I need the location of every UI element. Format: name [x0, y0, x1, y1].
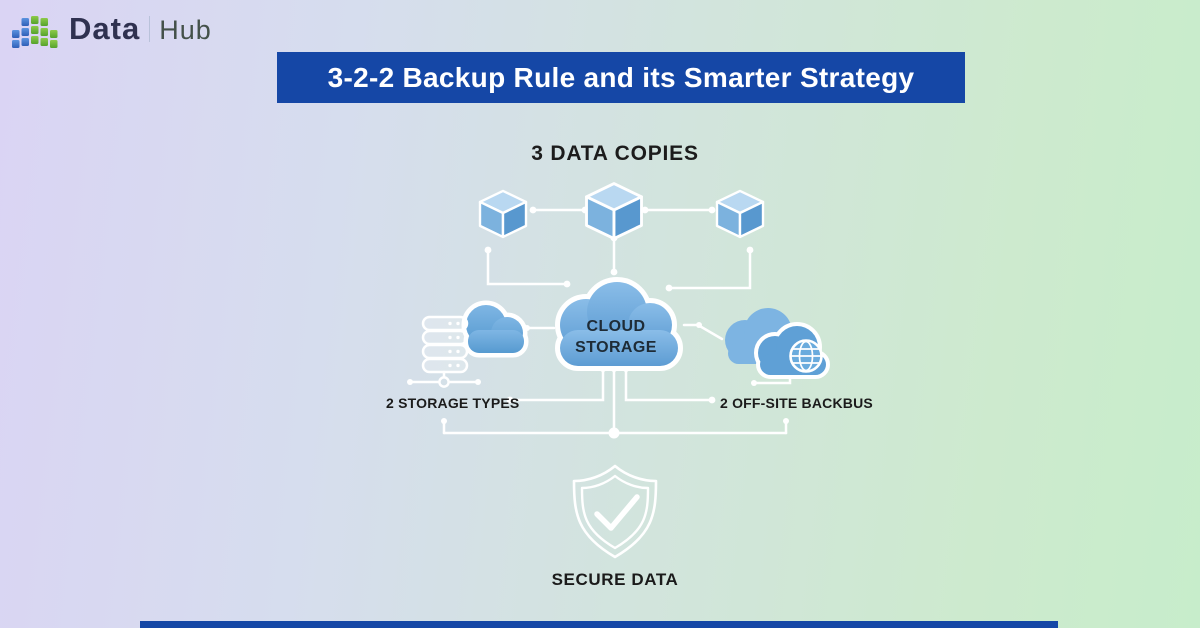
footer-accent-bar — [140, 621, 1058, 628]
data-copy-cube-icon-3 — [715, 189, 765, 239]
logo-text-secondary: Hub — [159, 15, 212, 45]
logo-separator — [149, 16, 151, 42]
server-node-ring — [438, 376, 450, 388]
logo-wordmark: Data Hub — [69, 11, 212, 47]
data-copy-cube-icon-1 — [478, 189, 528, 239]
data-copy-cube-icon-2 — [585, 182, 643, 241]
connector-lines — [408, 208, 792, 435]
data-grid-arch-icon — [12, 16, 58, 48]
cloud-storage-icon — [555, 277, 683, 371]
logo: Data Hub — [12, 8, 212, 50]
storage-cloud-icon — [461, 300, 529, 358]
globe-icon — [789, 339, 823, 373]
storage-types-label: 2 STORAGE TYPES — [386, 395, 520, 411]
secure-data-label: SECURE DATA — [551, 570, 679, 589]
page-title: 3-2-2 Backup Rule and its Smarter Strate… — [327, 61, 915, 93]
shield-check-icon — [572, 464, 658, 559]
server-stack-icon — [421, 315, 469, 374]
offsite-backups-label: 2 OFF-SITE BACKBUS — [720, 395, 873, 411]
cloud-storage-label: CLOUD STORAGE — [575, 318, 657, 356]
title-banner: 3-2-2 Backup Rule and its Smarter Strate… — [277, 52, 965, 103]
diagram-heading: 3 DATA COPIES — [531, 142, 699, 165]
logo-text-primary: Data — [69, 11, 141, 46]
